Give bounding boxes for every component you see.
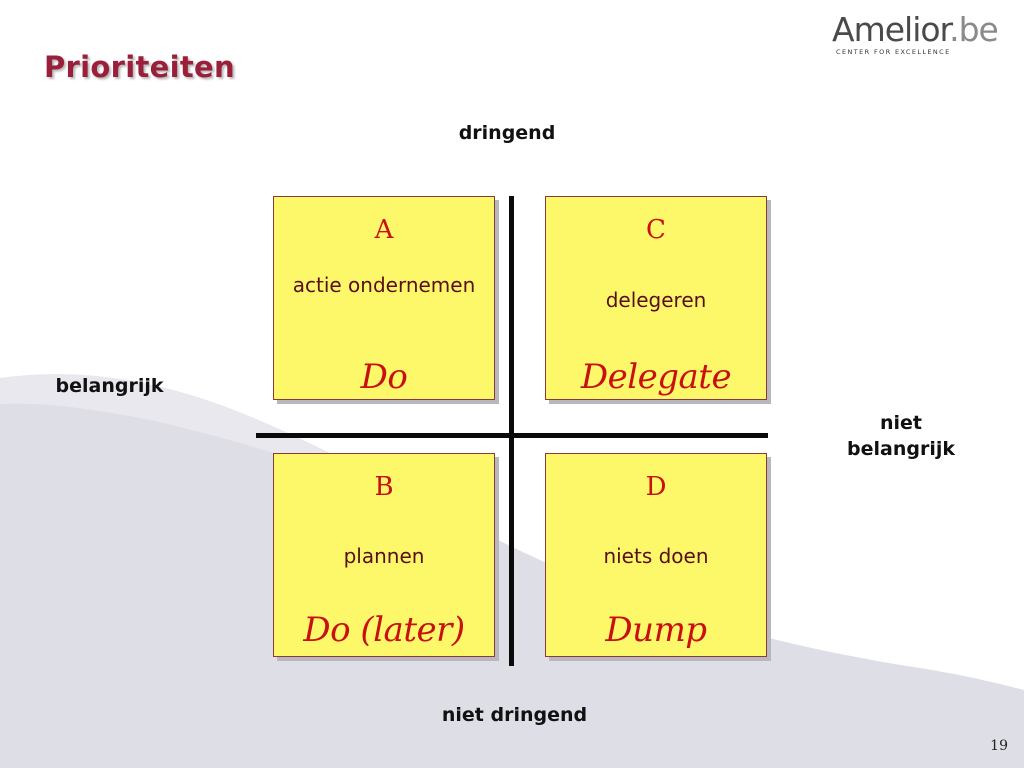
axis-label-bottom: niet dringend [441, 704, 588, 726]
quadrant-english-label: Dump [605, 610, 707, 650]
quadrant-letter: B [374, 472, 394, 502]
quadrant-c: C delegeren Delegate [545, 196, 767, 400]
logo-tagline: CENTER FOR EXCELLENCE [836, 48, 951, 56]
slide-title: Prioriteiten [44, 50, 235, 84]
quadrant-b: B plannen Do (later) [273, 453, 495, 657]
quadrant-a: A actie ondernemen Do [273, 196, 495, 400]
page-number: 19 [990, 738, 1008, 754]
quadrant-letter: A [374, 215, 394, 245]
quadrant-d: D niets doen Dump [545, 453, 767, 657]
quadrant-english-label: Delegate [580, 357, 732, 397]
quadrant-dutch-label: delegeren [605, 288, 707, 312]
quadrant-english-label: Do (later) [303, 610, 465, 650]
quadrant-dutch-label: plannen [343, 544, 425, 568]
logo-name: Amelior [832, 10, 950, 49]
axis-label-right: niet belangrijk [847, 412, 955, 460]
axis-label-top: dringend [458, 122, 556, 144]
vertical-axis-line [509, 196, 514, 666]
logo-wordmark: Amelior.be [832, 10, 999, 49]
quadrant-letter: D [645, 472, 667, 502]
logo-suffix: .be [949, 10, 999, 49]
quadrant-english-label: Do [360, 357, 408, 397]
quadrant-letter: C [646, 215, 666, 245]
quadrant-dutch-label: actie ondernemen [292, 273, 476, 297]
horizontal-axis-line [256, 433, 768, 438]
amelior-logo: Amelior.be CENTER FOR EXCELLENCE [832, 8, 1012, 56]
quadrant-dutch-label: niets doen [603, 544, 709, 568]
axis-label-left: belangrijk [55, 375, 164, 397]
